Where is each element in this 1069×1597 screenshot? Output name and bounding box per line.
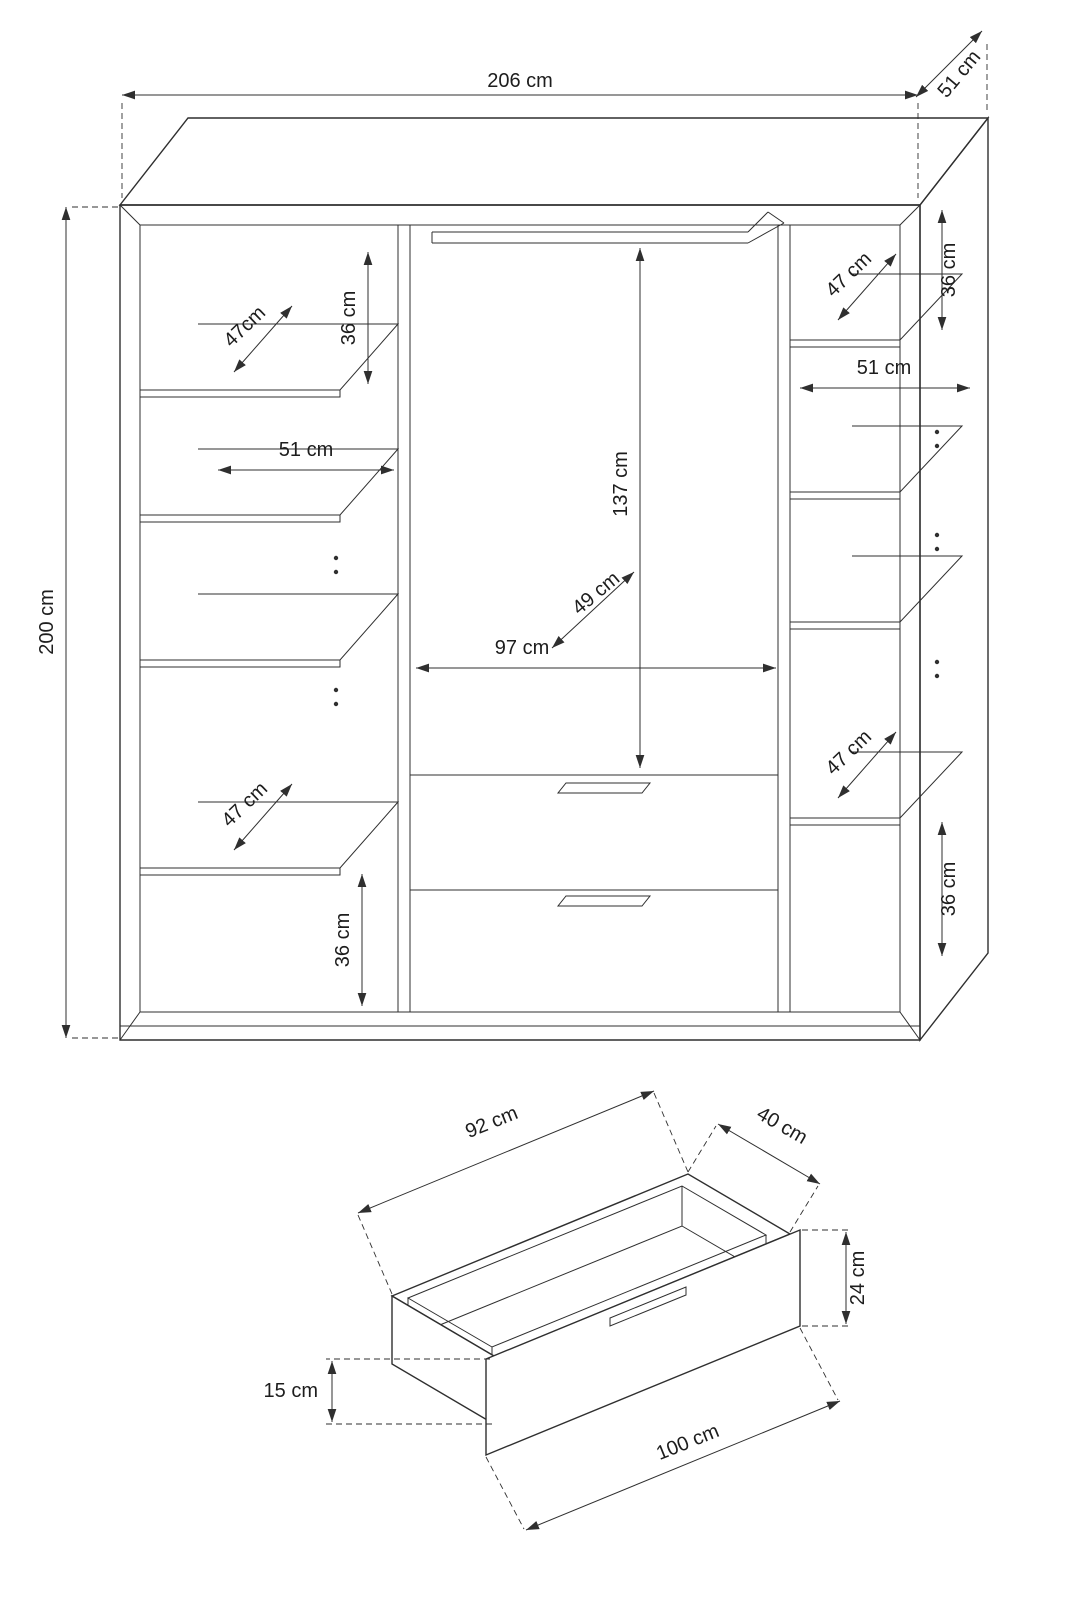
dimension-left-shelf-width: 51 cm: [218, 439, 394, 475]
dimension-right-top-shelf-depth: 47 cm: [822, 248, 897, 321]
shelf: [789, 273, 964, 348]
drawer-handle: [556, 895, 652, 907]
wardrobe-corner-joints: [119, 204, 921, 1041]
label-right-bottom-spacing: 36 cm: [938, 862, 960, 916]
dimension-drawer-front-height: 24 cm: [802, 1229, 869, 1327]
dimension-left-top-shelf-depth: 47cm: [220, 302, 293, 373]
wardrobe-top-face: [118, 117, 990, 206]
drawer-handle: [609, 1286, 687, 1327]
label-drawer-inner-depth: 40 cm: [753, 1103, 811, 1149]
label-center-hanging-height: 137 cm: [610, 451, 632, 517]
dimension-overall-depth: 51 cm: [915, 30, 988, 110]
shelf: [789, 751, 964, 826]
drawer-body: [390, 1173, 801, 1457]
right-compartment: [789, 273, 964, 826]
label-right-top-spacing: 36 cm: [938, 243, 960, 297]
wardrobe-inner-frame: [139, 224, 901, 1013]
drawer-handle: [556, 782, 652, 794]
dimension-right-bottom-spacing: 36 cm: [937, 822, 960, 956]
drawer-detail-view: 92 cm 40 cm 24 cm 15 cm 100 cm: [264, 1090, 869, 1531]
dimension-center-width: 97 cm: [416, 637, 776, 673]
shelf: [789, 555, 964, 630]
dimension-overall-height: 200 cm: [36, 206, 118, 1039]
wardrobe-side-face: [919, 115, 989, 1043]
wardrobe-carcass: [118, 115, 990, 1043]
label-right-top-shelf-depth: 47 cm: [822, 248, 876, 302]
wardrobe-front-view: 206 cm 51 cm 200 cm 36 cm 47cm 51 cm 47 …: [36, 30, 990, 1043]
label-left-bottom-spacing: 36 cm: [332, 913, 354, 967]
label-center-depth: 49 cm: [568, 567, 624, 619]
label-drawer-inner-width: 92 cm: [462, 1102, 521, 1143]
label-drawer-front-height: 24 cm: [847, 1251, 869, 1305]
label-left-shelf-width: 51 cm: [279, 439, 333, 461]
shelf-pin-holes: [333, 555, 339, 707]
drawer-front-panel: [485, 1228, 801, 1457]
label-overall-depth: 51 cm: [933, 46, 985, 102]
dimension-center-hanging-height: 137 cm: [610, 248, 645, 768]
label-left-top-spacing: 36 cm: [338, 291, 360, 345]
shelf: [789, 425, 964, 500]
partition-right: [777, 225, 791, 1012]
left-compartment: [139, 323, 400, 876]
label-overall-width: 206 cm: [487, 70, 553, 92]
dimension-drawer-inner-height: 15 cm: [264, 1358, 492, 1425]
hanging-rail: [431, 211, 785, 244]
dimension-right-top-spacing: 36 cm: [937, 210, 960, 330]
label-drawer-inner-height: 15 cm: [264, 1380, 318, 1402]
shelf-pin-holes: [934, 429, 940, 679]
partition-left: [397, 225, 411, 1012]
label-right-bottom-shelf-depth: 47 cm: [822, 726, 876, 780]
label-overall-height: 200 cm: [36, 589, 58, 655]
shelf: [139, 593, 400, 668]
label-drawer-front-width: 100 cm: [653, 1420, 722, 1465]
label-left-top-shelf-depth: 47cm: [220, 302, 270, 352]
dimension-right-shelf-width: 51 cm: [800, 357, 970, 393]
shelf: [139, 448, 400, 523]
dimension-left-bottom-shelf-depth: 47 cm: [218, 778, 293, 851]
label-left-bottom-shelf-depth: 47 cm: [218, 778, 272, 832]
center-compartment: [410, 211, 785, 907]
label-right-shelf-width: 51 cm: [857, 357, 911, 379]
dimension-overall-width: 206 cm: [121, 70, 919, 198]
dimension-left-bottom-spacing: 36 cm: [332, 874, 367, 1006]
shelf: [139, 801, 400, 876]
dimension-right-bottom-shelf-depth: 47 cm: [822, 726, 897, 799]
dimension-center-depth: 49 cm: [551, 567, 635, 649]
label-center-width: 97 cm: [495, 637, 549, 659]
dimension-left-top-spacing: 36 cm: [338, 252, 373, 384]
